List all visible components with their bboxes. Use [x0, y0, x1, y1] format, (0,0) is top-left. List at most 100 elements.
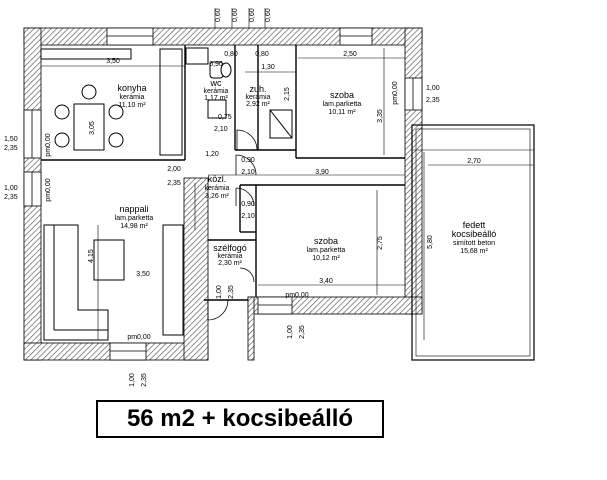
dim-label: 1,30 — [261, 64, 275, 71]
summary-caption: 56 m2 + kocsibeálló — [96, 400, 384, 438]
dining-table — [73, 103, 105, 151]
dimension-labels: 0,60 0,60 0,60 0,60 3,50 2,50 0,80 0,80 … — [4, 8, 481, 387]
room-area: 10,11 m² — [328, 109, 356, 116]
dim-label: 2,00 — [167, 166, 181, 173]
dim-label: 0,80 — [224, 51, 238, 58]
chair-icon — [81, 84, 97, 100]
chimney — [185, 47, 209, 65]
dim-label: 0,75 — [218, 114, 232, 121]
dim-label: 3,35 — [377, 109, 384, 123]
dim-label: 1,00 — [4, 185, 18, 192]
dim-label: 2,35 — [4, 194, 18, 201]
dim-label: 0,60 — [265, 8, 272, 22]
interior-walls — [41, 45, 405, 301]
level-mark: pm0,00 — [392, 81, 399, 104]
room-name: közl. — [208, 174, 227, 184]
room-area: 11,10 m² — [118, 102, 146, 109]
dim-label: 2,15 — [284, 87, 291, 101]
dim-label: 1,00 — [287, 325, 294, 339]
room-szoba-2: szoba lam.parketta 10,12 m² — [307, 236, 346, 262]
kitchen-upper-cabinet — [40, 48, 132, 60]
room-area: 15,68 m² — [460, 248, 488, 255]
room-floor: kerámia — [246, 94, 271, 101]
room-szelfogo: szélfogó kerámia 2,30 m² — [213, 243, 247, 267]
room-area: 1,17 m² — [204, 95, 228, 102]
bathroom-fixtures — [207, 61, 293, 139]
room-kocsibeallo: fedett kocsibeálló simított beton 15,68 … — [452, 220, 497, 255]
dim-label: 3,90 — [315, 169, 329, 176]
corner-sofa-icon — [43, 224, 109, 341]
dim-label: 2,35 — [299, 325, 306, 339]
room-area: 2,30 m² — [218, 260, 242, 267]
room-kozl: közl. kerámia 3,26 m² — [205, 174, 230, 200]
room-zuh: zuh. kerámia 2,92 m² — [246, 84, 271, 108]
level-mark: pm0,00 — [285, 292, 308, 299]
room-konyha: konyha kerámia 11,10 m² — [117, 83, 146, 109]
dim-label: 2,35 — [4, 145, 18, 152]
room-floor: lam.parketta — [323, 101, 362, 108]
dim-label: 3,40 — [319, 278, 333, 285]
dim-label: 2,35 — [141, 373, 148, 387]
level-mark: pm0,00 — [45, 178, 52, 201]
dim-label: 0,80 — [255, 51, 269, 58]
dim-label: 3,50 — [106, 58, 120, 65]
window-openings — [23, 27, 423, 361]
chair-icon — [108, 132, 124, 148]
room-szoba-1: szoba lam.parketta 10,11 m² — [323, 90, 362, 116]
kitchen-counter — [159, 48, 183, 156]
coffee-table — [93, 239, 125, 281]
dim-label: 2,10 — [214, 126, 228, 133]
toilet-bowl-icon — [220, 62, 232, 78]
floor-plan: konyha kerámia 11,10 m² wc kerámia 1,17 … — [4, 8, 535, 387]
room-name: wc — [210, 78, 222, 88]
room-area: 2,92 m² — [246, 101, 270, 108]
dim-label: 2,10 — [241, 213, 255, 220]
living-furniture — [43, 224, 184, 341]
dim-label: 0,90 — [209, 61, 223, 68]
dim-label: 2,35 — [228, 285, 235, 299]
room-floor: simított beton — [453, 240, 495, 247]
carport — [411, 124, 535, 361]
room-name: konyha — [117, 83, 146, 93]
room-name: szoba — [314, 236, 338, 246]
room-floor: lam.parketta — [307, 247, 346, 254]
room-name: nappali — [119, 204, 148, 214]
dim-label: 1,00 — [216, 285, 223, 299]
tv-cabinet — [162, 224, 184, 336]
dim-label: 1,50 — [4, 136, 18, 143]
room-name: zuh. — [249, 84, 266, 94]
dim-label: 2,70 — [467, 158, 481, 165]
door-swings — [207, 129, 258, 321]
dim-label: 1,00 — [129, 373, 136, 387]
chair-icon — [54, 132, 70, 148]
dim-label: 2,50 — [343, 51, 357, 58]
room-floor: lam.parketta — [115, 215, 154, 222]
dim-label: 0,60 — [232, 8, 239, 22]
level-mark: pm0,00 — [127, 334, 150, 341]
room-wc: wc kerámia 1,17 m² — [204, 78, 229, 102]
dim-label: 4,15 — [88, 249, 95, 263]
dim-label: 5,80 — [427, 235, 434, 249]
sink-icon — [207, 99, 227, 119]
room-name: szélfogó — [213, 243, 247, 253]
dimension-lines — [41, 8, 534, 340]
dim-label: 2,35 — [167, 180, 181, 187]
chair-icon — [54, 104, 70, 120]
room-floor: kerámia — [218, 253, 243, 260]
room-name-line-2: kocsibeálló — [452, 229, 497, 239]
dim-label: 2,10 — [241, 169, 255, 176]
summary-text: 56 m2 + kocsibeálló — [126, 405, 354, 432]
dim-label: 2,75 — [377, 236, 384, 250]
room-name-line-1: fedett — [463, 220, 486, 230]
dim-label: 0,60 — [215, 8, 222, 22]
room-floor: kerámia — [204, 88, 229, 95]
room-area: 14,98 m² — [120, 223, 148, 230]
dim-label: 0,90 — [241, 157, 255, 164]
dim-label: 3,50 — [136, 271, 150, 278]
room-nappali: nappali lam.parketta 14,98 m² — [115, 204, 154, 230]
room-floor: kerámia — [120, 94, 145, 101]
dim-label: 1,00 — [426, 85, 440, 92]
level-mark: pm0,00 — [45, 133, 52, 156]
dim-label: 0,60 — [249, 8, 256, 22]
chair-icon — [108, 104, 124, 120]
